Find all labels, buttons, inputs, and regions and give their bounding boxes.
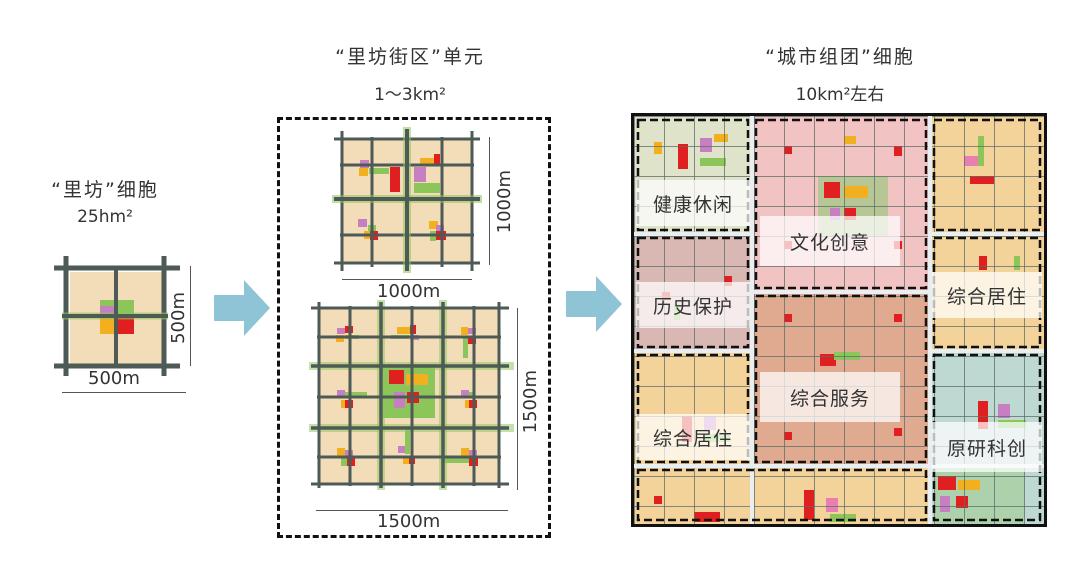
arrow-right-icon: [214, 280, 270, 336]
stage2-large-width-dimension-line: [316, 510, 508, 511]
stage2-large-height-label: 1500m: [520, 370, 541, 434]
stage2-small-height-label: 1000m: [494, 170, 515, 234]
stage1-cell-diagram: [52, 256, 192, 376]
stage2-large-height-dimension-line: [517, 308, 518, 490]
zone-label-historic-preservation: 历史保护: [636, 282, 750, 328]
zone-label-residential-1: 综合居住: [932, 272, 1042, 318]
stage2-large-width-label: 1500m: [377, 511, 441, 532]
zone-label-culture-creative: 文化创意: [760, 216, 900, 266]
zone-label-comprehensive-services: 综合服务: [760, 372, 900, 422]
zone-label-residential-2: 综合居住: [636, 414, 750, 460]
stage1-height-label: 500m: [168, 292, 189, 344]
stage1-title: “里坊”细胞: [51, 179, 159, 201]
stage2-small-width-label: 1000m: [377, 281, 441, 302]
stage1-height-dimension-line: [190, 266, 191, 366]
stage2-area: 1～3km²: [374, 85, 446, 105]
stage1-width-dimension-line: [62, 392, 186, 393]
stage2-small-width-dimension-line: [342, 279, 472, 280]
stage2-small-grid-diagram: [332, 127, 482, 273]
stage1-width-label: 500m: [88, 368, 140, 389]
stage2-large-grid-diagram: [309, 300, 514, 490]
stage3-cluster-frame: 健康休闲 文化创意 综合居住 历史保护 综合服务 综合居住 原研科创: [631, 113, 1047, 527]
stage2-small-height-dimension-line: [489, 137, 490, 265]
stage3-title: “城市组团”细胞: [765, 46, 915, 68]
stage2-unit-frame: [277, 117, 551, 538]
stage3-area: 10km²左右: [795, 85, 885, 105]
zone-label-research-innovation: 原研科创: [932, 422, 1042, 472]
stage2-title: “里坊街区”单元: [335, 46, 485, 68]
stage1-area: 25hm²: [77, 207, 133, 227]
arrow-right-icon: [566, 276, 622, 332]
zone-label-health-leisure: 健康休闲: [636, 180, 750, 226]
